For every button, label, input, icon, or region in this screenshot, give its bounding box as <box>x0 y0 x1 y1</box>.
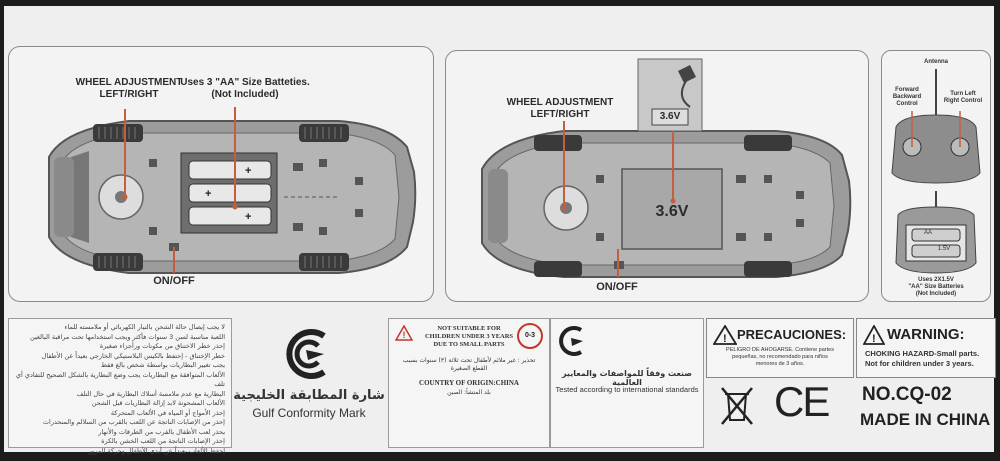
arabic-warning-line: إحفظ الألعاب بعيداً عن أيدي الأطفال وحرك… <box>88 446 225 455</box>
remote-battery-label-2: 1.5V <box>937 246 951 252</box>
age-arabic-line2: القطع الصغيرة <box>450 365 488 372</box>
remote-uses-text: Uses 2X1.5V <box>918 277 954 283</box>
antenna-label: Antenna <box>924 59 948 65</box>
arabic-warning-line: لا يجب إيصال حالة الشحن بالتيار الكهربائ… <box>64 323 225 331</box>
remote-battery-text: Uses 2X1.5V "AA" Size Batteries (Not Inc… <box>884 277 988 298</box>
packaging-sheet: + + + WHEEL ADJUSTMENT LEFT/RIGHT U <box>4 6 996 455</box>
remote-battery-label-1: AA <box>923 230 932 236</box>
remote-drawing <box>891 69 981 274</box>
age-restriction-icon: 0-3 <box>517 323 543 349</box>
arabic-warning-line: خطر الإختناق - إحتفظ بالكيس البلاستيكي ا… <box>41 351 225 360</box>
country-of-origin-arabic: بلد المنشأ: الصين <box>447 389 491 396</box>
backward-text: Backward <box>892 94 922 100</box>
svg-text:!: ! <box>403 330 406 340</box>
age-line1: NOT SUITABLE FOR <box>437 325 501 332</box>
warning-line1: CHOKING HAZARD-Small parts. <box>865 349 980 358</box>
made-in-text: MADE IN CHINA <box>860 410 991 429</box>
batteries-label: Uses 3 "AA" Size Batteties. (Not Include… <box>175 77 315 101</box>
svg-text:!: ! <box>723 333 727 345</box>
wheel-adjustment-text: WHEEL ADJUSTMENT <box>75 77 183 88</box>
age-warning-arabic: تحذير : غير ملائم لأطفال تحت ثلاثة (٣) س… <box>395 357 543 373</box>
ce-mark: CE <box>774 378 830 425</box>
forward-text: Forward <box>895 87 919 93</box>
age-icon-text: 0-3 <box>524 332 536 339</box>
precauciones-title: PRECAUCIONES: <box>737 327 847 342</box>
arabic-warnings-box: لا يجب إيصال حالة الشحن بالتيار الكهربائ… <box>8 318 232 455</box>
precauciones-line3: menores de 3 años. <box>755 361 805 367</box>
tested-english-text: Tested according to international standa… <box>555 385 699 394</box>
tested-arabic-text: صنعت وفقاً للمواصفات والمعايير العالمية <box>561 369 693 387</box>
age-warning-box: ! 0-3 NOT SUITABLE FOR CHILDREN UNDER 3 … <box>388 318 550 448</box>
conformity-logo-icon <box>559 326 583 356</box>
batteries-not-included-text: (Not Included) <box>211 89 279 100</box>
arabic-warning-line: إحذر الإصابات الناتجة من اللعب الخشن بال… <box>101 437 225 445</box>
arabic-warning-line: يجب تغيير البطاريات بواسطة شخص بالغ فقط <box>101 361 225 369</box>
arabic-warnings-list: لا يجب إيصال حالة الشحن بالتيار الكهربائ… <box>13 323 225 456</box>
arabic-warning-line: إحذر الأمواج أو المياه في الألعاب المتحر… <box>110 408 225 417</box>
left-right-text-2: LEFT/RIGHT <box>530 109 590 120</box>
arabic-warning-line: يحذر لعب الأطفال بالقرب من الطرقات والأن… <box>98 427 225 436</box>
precauciones-line2: pequeñas, no recomendado para niños <box>732 354 828 360</box>
wheel-adjustment-text-2: WHEEL ADJUSTMENT <box>506 97 614 108</box>
svg-text:+: + <box>245 211 251 223</box>
arabic-warning-line: الألعاب المتوافقة مع البطاريات يجب وضع ا… <box>15 370 225 389</box>
warning-text: CHOKING HAZARD-Small parts. Not for chil… <box>865 349 993 369</box>
warning-line2: Not for children under 3 years. <box>865 359 974 368</box>
on-off-label-2: ON/OFF <box>596 281 638 293</box>
weee-recycling-icon <box>721 387 753 425</box>
wheel-adjustment-label: WHEEL ADJUSTMENT LEFT/RIGHT <box>59 77 199 101</box>
gcc-logo-icon <box>286 329 326 379</box>
car-underside-drawing-2 <box>481 58 852 278</box>
turn-label: Turn Left Right Control <box>938 91 988 105</box>
svg-text:!: ! <box>872 333 876 345</box>
on-off-label: ON/OFF <box>153 275 195 287</box>
charger-voltage-label: 3.6V <box>659 111 681 122</box>
car-diagram-rechargeable-panel: WHEEL ADJUSTMENT LEFT/RIGHT 3.6V 3.6V ON… <box>445 50 869 302</box>
battery-voltage-label: 3.6V <box>655 203 689 220</box>
right-control-text: Right Control <box>943 98 983 104</box>
arabic-warning-line: إحذر خطر الاختناق من مكونات ورأجزاء صغير… <box>99 342 225 350</box>
remote-diagram-panel: Antenna Forward Backward Control Turn Le… <box>881 50 991 302</box>
arabic-warning-line: اللعبة مناسبة لسن 3 سنوات فأكثر ويجب است… <box>30 332 225 341</box>
age-arabic-line1: تحذير : غير ملائم لأطفال تحت ثلاثة (٣) س… <box>402 357 536 364</box>
svg-text:+: + <box>205 188 211 200</box>
gcc-english-text: Gulf Conformity Mark <box>252 406 366 420</box>
tested-standards-box: صنعت وفقاً للمواصفات والمعايير العالمية … <box>550 318 704 448</box>
car-underside-drawing: + + + <box>48 107 417 274</box>
arabic-warning-line: الألعاب المشحونة لابد إزالة البطاريات قب… <box>91 399 225 407</box>
age-line3: DUE TO SMALL PARTS <box>433 341 505 348</box>
warning-box: ! WARNING: CHOKING HAZARD-Small parts. N… <box>856 318 996 378</box>
turn-left-text: Turn Left <box>950 91 976 97</box>
precauciones-text: PELIGRO DE AHOGARSE. Contiene partes peq… <box>711 347 849 368</box>
warning-triangle-icon: ! <box>395 325 413 341</box>
forward-backward-label: Forward Backward Control <box>884 87 930 108</box>
svg-text:+: + <box>245 165 251 177</box>
remote-aa-text: "AA" Size Batteries <box>908 284 964 290</box>
remote-not-included-text: (Not Included) <box>915 291 957 297</box>
wheel-adjustment-label-2: WHEEL ADJUSTMENT LEFT/RIGHT <box>490 97 630 121</box>
control-text: Control <box>896 101 918 107</box>
arabic-warning-line: البطارية مع عدم ملامسة أسلاك البطارية في… <box>76 389 225 398</box>
precauciones-line1: PELIGRO DE AHOGARSE. Contiene partes <box>726 347 834 353</box>
warning-triangle-icon-2: ! <box>863 325 885 345</box>
car-diagram-aa-panel: + + + WHEEL ADJUSTMENT LEFT/RIGHT U <box>8 46 434 302</box>
warning-title: WARNING: <box>887 326 965 343</box>
arabic-warning-line: إحذر من الإصابات الناتجة عن اللعب بالقرب… <box>42 418 225 426</box>
left-right-text: LEFT/RIGHT <box>99 89 159 100</box>
gcc-arabic-text: شارة المطابقة الخليجية <box>233 388 385 403</box>
model-number: NO.CQ-02 <box>862 384 952 405</box>
gcc-mark-box: شارة المطابقة الخليجية Gulf Conformity M… <box>232 318 386 446</box>
age-line2: CHILDREN UNDER 3 YEARS <box>424 333 514 340</box>
batteries-uses-text: Uses 3 "AA" Size Batteties. <box>180 77 310 88</box>
caution-triangle-icon: ! <box>713 325 737 345</box>
precauciones-box: ! PRECAUCIONES: PELIGRO DE AHOGARSE. Con… <box>706 318 854 378</box>
age-warning-text: NOT SUITABLE FOR CHILDREN UNDER 3 YEARS … <box>409 325 529 349</box>
country-of-origin-text: COUNTRY OF ORIGIN:CHINA <box>419 379 519 387</box>
